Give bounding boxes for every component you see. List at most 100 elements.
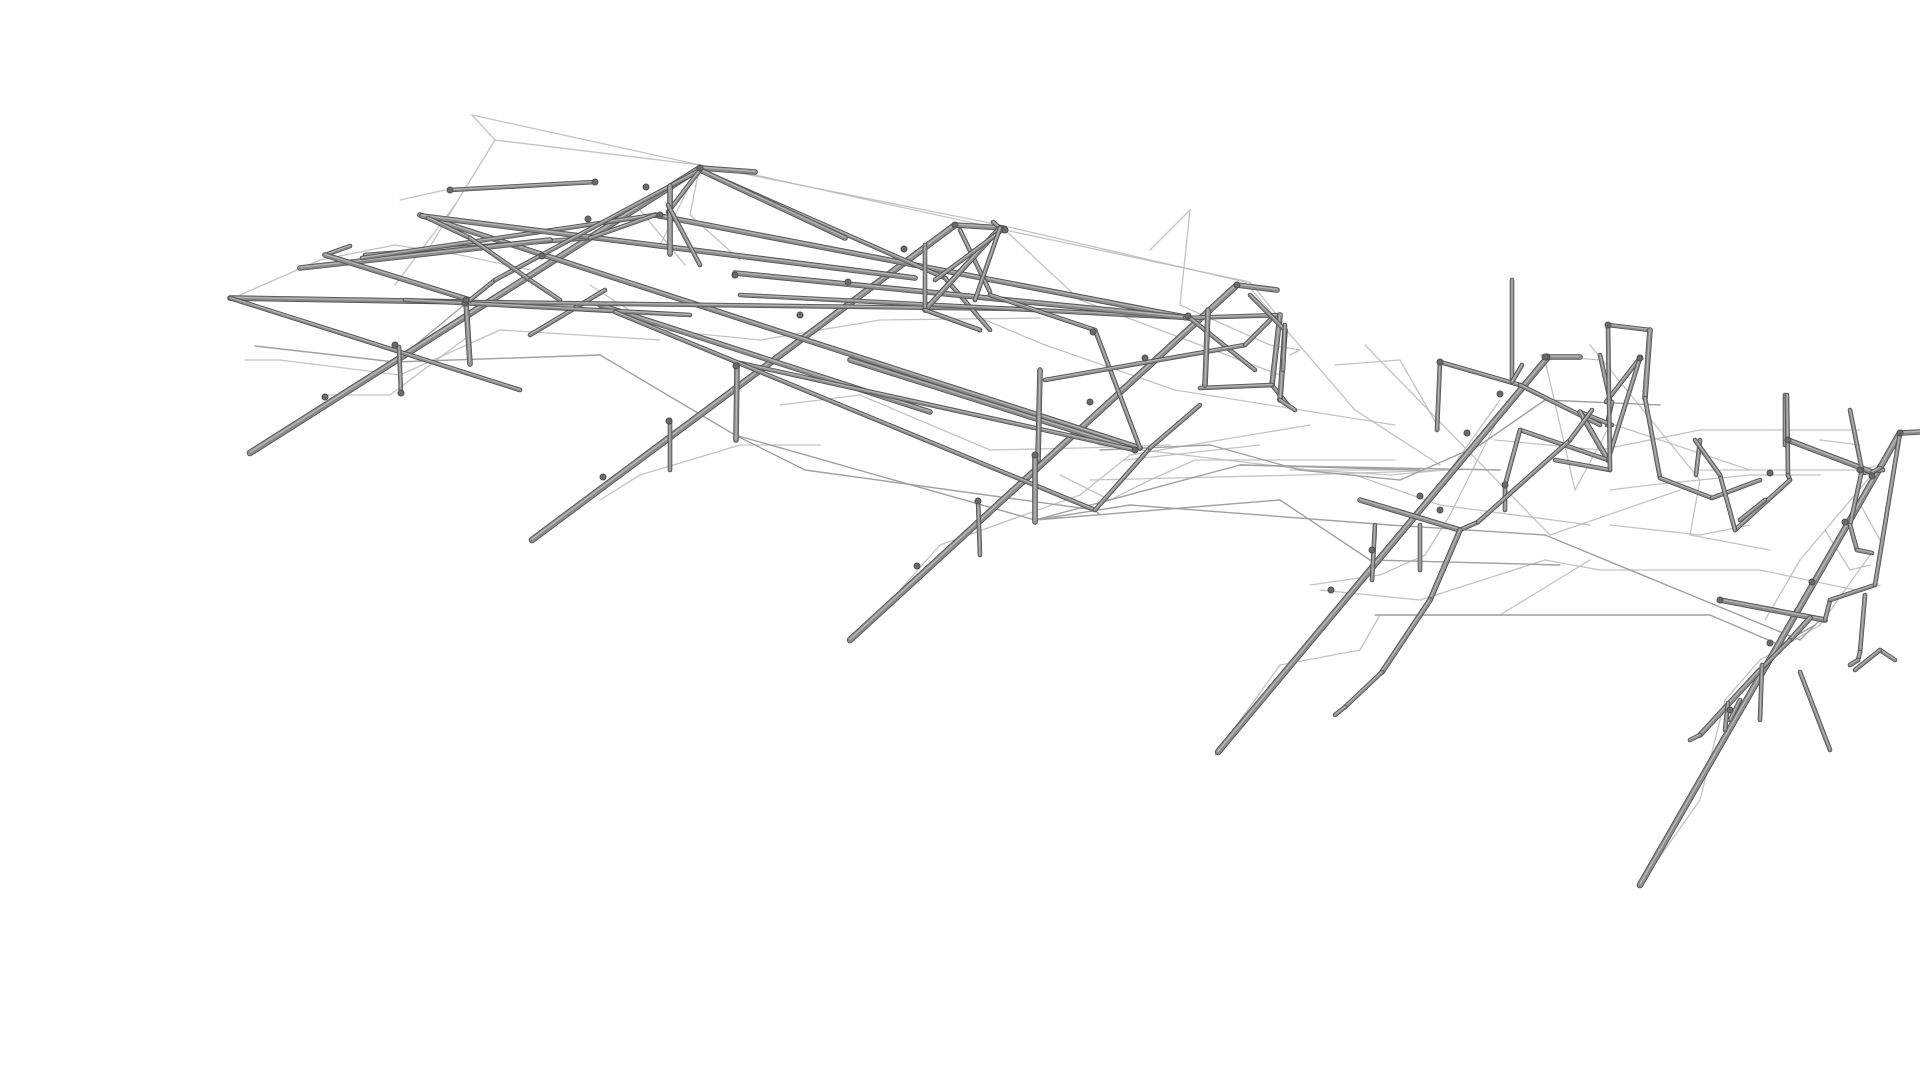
brace-cable bbox=[1129, 424, 1311, 456]
brace-cable bbox=[389, 334, 471, 396]
member-highlight bbox=[924, 308, 981, 330]
brace-cable bbox=[1614, 424, 1751, 471]
joint-node bbox=[656, 211, 664, 219]
structural-member bbox=[396, 344, 404, 396]
structural-member bbox=[1280, 322, 1288, 373]
member-highlight bbox=[1856, 548, 1873, 553]
brace-cable bbox=[494, 139, 701, 166]
brace-cable bbox=[599, 474, 641, 501]
member-highlight bbox=[1344, 670, 1383, 707]
structural-member bbox=[527, 277, 563, 303]
bracing-cables bbox=[239, 114, 1881, 886]
member-highlight bbox=[1644, 328, 1651, 398]
brace-cable bbox=[1439, 504, 1591, 526]
structural-member bbox=[1187, 315, 1258, 373]
member-highlight bbox=[614, 310, 1096, 510]
member-highlight bbox=[1719, 598, 1826, 620]
member-highlight bbox=[589, 213, 656, 238]
joint-node bbox=[462, 296, 470, 304]
brace-cable bbox=[1849, 564, 1871, 571]
member-highlight bbox=[849, 358, 1136, 450]
member-highlight bbox=[1381, 598, 1431, 672]
member-body bbox=[247, 165, 703, 456]
brace-cable bbox=[1004, 229, 1251, 283]
joint-node bbox=[1416, 492, 1424, 500]
brace-cable bbox=[1609, 524, 1701, 536]
structural-member bbox=[1092, 445, 1153, 513]
brace-cable bbox=[1424, 514, 1451, 556]
member-highlight bbox=[959, 228, 991, 292]
member-highlight bbox=[404, 298, 691, 315]
structural-member bbox=[952, 222, 1006, 231]
member-highlight bbox=[1184, 313, 1281, 318]
member-highlight bbox=[299, 238, 551, 268]
brace-cable bbox=[1149, 209, 1191, 251]
member-body bbox=[468, 300, 1032, 311]
member-highlight bbox=[734, 360, 1136, 450]
structural-member bbox=[1854, 547, 1875, 556]
member-highlight bbox=[1605, 356, 1641, 402]
structural-member bbox=[1092, 327, 1143, 451]
structural-member bbox=[1242, 317, 1273, 348]
member-highlight bbox=[1429, 528, 1461, 600]
member-highlight bbox=[529, 288, 606, 335]
member-highlight bbox=[1724, 701, 1729, 730]
brace-cable bbox=[699, 164, 1001, 226]
member-highlight bbox=[1334, 705, 1346, 715]
member-body bbox=[588, 213, 657, 240]
structural-member bbox=[1552, 457, 1613, 473]
structural-member bbox=[733, 362, 740, 443]
member-highlight bbox=[469, 278, 496, 300]
member-body bbox=[1786, 438, 1874, 474]
member-body bbox=[1828, 583, 1877, 602]
structural-member bbox=[1727, 697, 1743, 723]
structural-member bbox=[1567, 407, 1595, 443]
ground-tie bbox=[1299, 469, 1401, 481]
member-highlight bbox=[974, 226, 1001, 300]
joint-node bbox=[1541, 353, 1549, 361]
structural-member bbox=[1147, 402, 1203, 451]
member-body bbox=[953, 223, 1005, 230]
structural-member bbox=[1709, 477, 1763, 501]
structural-member bbox=[467, 277, 498, 303]
structural-member bbox=[1603, 355, 1643, 405]
brace-cable bbox=[1149, 459, 1196, 481]
joint-node bbox=[1636, 354, 1644, 362]
structural-member bbox=[697, 167, 848, 241]
member-highlight bbox=[1824, 598, 1831, 620]
member-highlight bbox=[735, 363, 738, 440]
member-body bbox=[733, 271, 1192, 320]
structural-member bbox=[359, 212, 658, 261]
brace-cable bbox=[1799, 464, 1881, 561]
ground-tie bbox=[1034, 464, 1241, 521]
member-highlight bbox=[1436, 360, 1441, 430]
member-body bbox=[698, 166, 757, 174]
ground-tie bbox=[254, 345, 396, 363]
structural-member bbox=[697, 165, 758, 175]
structural-member bbox=[1545, 354, 1583, 360]
member-highlight bbox=[1282, 323, 1286, 370]
member-highlight bbox=[1719, 473, 1736, 530]
member-highlight bbox=[1699, 668, 1761, 735]
structural-member bbox=[1797, 669, 1833, 753]
member-highlight bbox=[699, 168, 846, 238]
member-body bbox=[733, 360, 1137, 452]
member-highlight bbox=[1477, 438, 1571, 522]
structural-members bbox=[227, 164, 1920, 889]
brace-cable bbox=[1059, 474, 1111, 501]
brace-cable bbox=[1319, 589, 1421, 601]
structural-member bbox=[447, 179, 598, 193]
structural-member bbox=[987, 292, 1098, 333]
brace-cable bbox=[1174, 389, 1396, 426]
member-highlight bbox=[1879, 648, 1896, 660]
joint-node bbox=[1716, 596, 1724, 604]
structural-member bbox=[1687, 732, 1703, 743]
brace-cable bbox=[1699, 524, 1751, 536]
brace-cable bbox=[1499, 559, 1591, 616]
structural-member bbox=[1475, 437, 1573, 525]
member-highlight bbox=[739, 293, 1191, 318]
structural-member bbox=[732, 270, 1193, 321]
member-highlight bbox=[1659, 476, 1713, 498]
structural-member bbox=[972, 225, 1003, 303]
structural-member bbox=[463, 299, 473, 367]
